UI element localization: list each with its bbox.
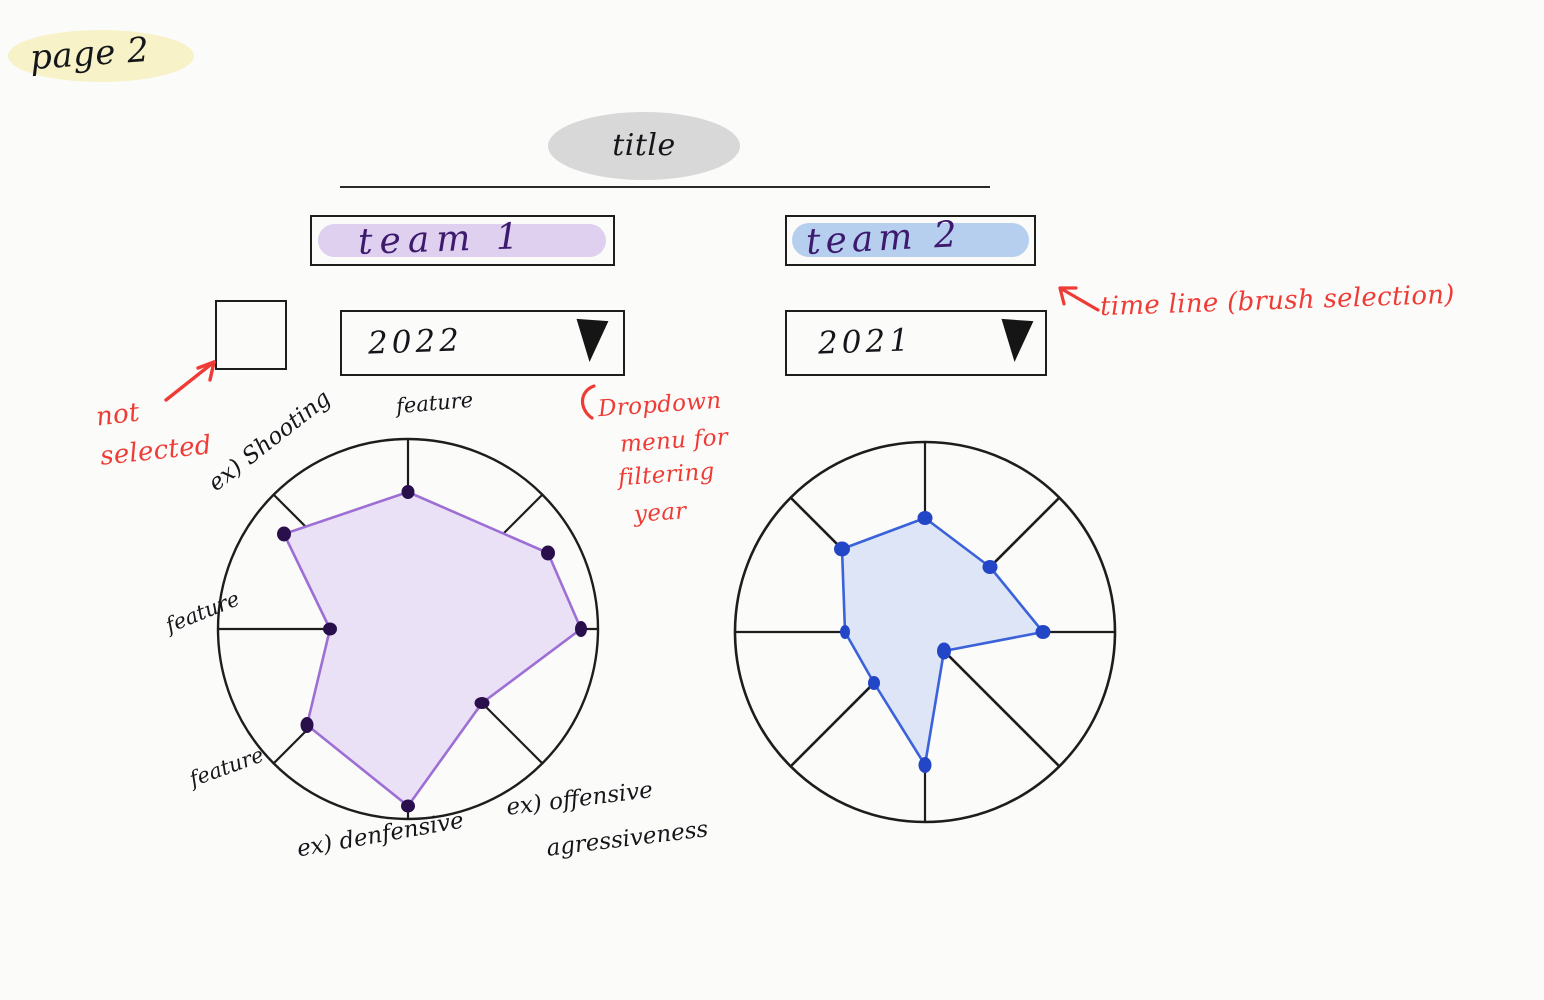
- team-2-name-box[interactable]: [785, 215, 1036, 266]
- dropdown-annotation-arrow-icon: [580, 384, 596, 420]
- chevron-down-icon[interactable]: [573, 318, 609, 364]
- page-label-text: page 2: [28, 29, 151, 79]
- chevron-down-icon[interactable]: [998, 318, 1034, 364]
- team-2-year-value: 2021: [817, 322, 914, 362]
- radar-points-team-1: [277, 485, 587, 813]
- team-1-name-label: team 1: [357, 216, 527, 263]
- team-1-select-checkbox[interactable]: [215, 300, 287, 370]
- team-2-year-dropdown[interactable]: [785, 310, 1047, 376]
- team-2-name-highlight: [792, 223, 1029, 257]
- team-1-radar-chart[interactable]: [200, 420, 620, 840]
- team-2-name-label: team 2: [805, 213, 963, 264]
- page-label-highlight: [8, 30, 194, 82]
- radar-points-team-2: [834, 511, 1051, 773]
- page-title: title: [612, 128, 676, 163]
- annotation-dropdown-line1: Dropdown: [597, 387, 723, 423]
- annotation-not-selected-line2: selected: [98, 430, 214, 472]
- annotation-timeline: time line (brush selection): [1099, 279, 1456, 323]
- team-1-name-box[interactable]: [310, 215, 615, 266]
- team-1-name-highlight: [318, 224, 606, 257]
- team-2-radar-chart[interactable]: [717, 424, 1137, 844]
- annotation-dropdown-line2: menu for: [619, 424, 729, 458]
- team-1-year-dropdown[interactable]: [340, 310, 625, 376]
- page-label: page 2: [8, 22, 198, 92]
- axis-label-top: feature: [395, 387, 475, 419]
- not-selected-arrow-icon: [164, 360, 216, 402]
- annotation-dropdown-line4: year: [633, 498, 688, 528]
- annotation-not-selected-line1: not: [94, 397, 142, 433]
- team-1-year-value: 2022: [367, 322, 464, 362]
- title-pill: [548, 112, 740, 180]
- timeline-annotation-arrow-icon: [1058, 286, 1100, 312]
- header-divider: [340, 186, 990, 188]
- annotation-dropdown-line3: filtering: [617, 458, 716, 492]
- radar-area-team-2: [840, 516, 1045, 767]
